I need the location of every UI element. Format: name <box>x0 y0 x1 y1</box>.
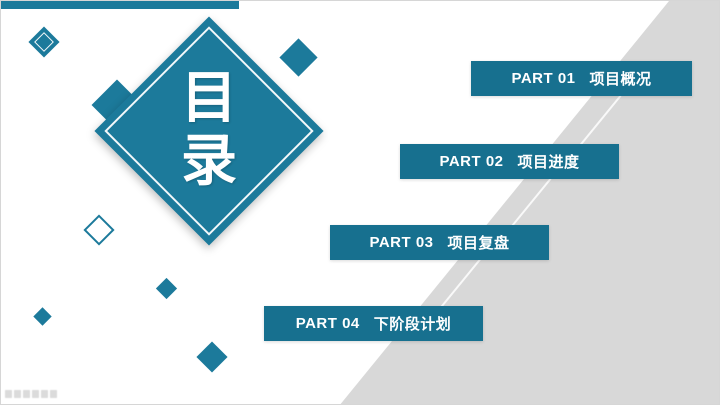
part-title: 下阶段计划 <box>373 316 452 333</box>
part-title: 项目进度 <box>517 154 580 171</box>
decor-diamond-6 <box>155 277 178 300</box>
part-number: PART 04 <box>295 315 360 332</box>
decor-diamond-7 <box>196 341 228 373</box>
part-title: 项目概况 <box>589 71 652 88</box>
part-number: PART 03 <box>369 234 434 251</box>
watermark <box>5 390 57 398</box>
page-title-char-top: 目 <box>181 68 237 131</box>
decor-diamond-4 <box>83 214 115 246</box>
toc-item-3[interactable]: PART 03 项目复盘 <box>330 225 549 260</box>
toc-item-1[interactable]: PART 01 项目概况 <box>471 61 692 96</box>
decor-diamond-5 <box>33 307 52 326</box>
page-title-char-bottom: 录 <box>181 131 237 193</box>
toc-item-2[interactable]: PART 02 项目进度 <box>400 144 619 179</box>
page-title: 目 录 <box>119 41 299 221</box>
part-number: PART 02 <box>439 153 504 170</box>
part-title: 项目复盘 <box>447 235 510 252</box>
toc-item-4[interactable]: PART 04 下阶段计划 <box>264 306 483 341</box>
part-number: PART 01 <box>511 70 576 87</box>
decor-diamond-1 <box>28 26 60 58</box>
top-accent-bar <box>1 1 239 9</box>
